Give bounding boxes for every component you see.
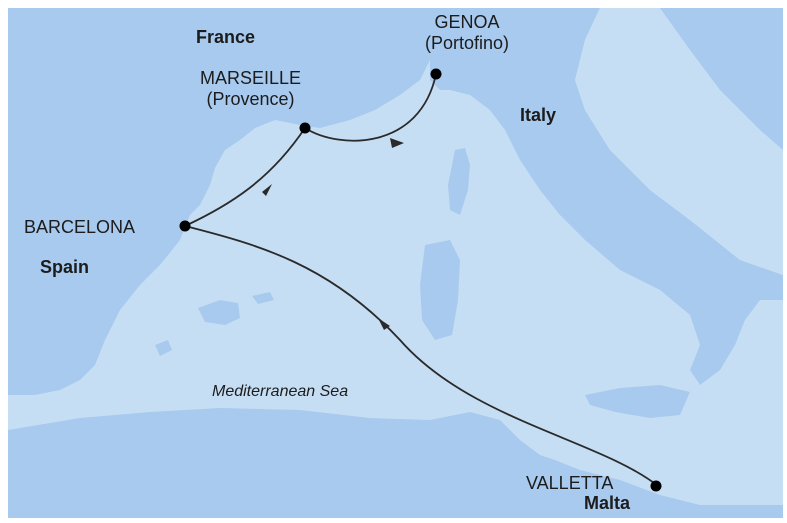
land-sardinia [420,240,460,340]
land-ibiza [155,340,172,356]
country-label-france: France [196,27,256,47]
land-mallorca [198,300,240,325]
land-balkans [660,8,783,150]
country-label-malta: Malta [584,493,631,513]
land-menorca [252,292,274,304]
port-dot-marseille[interactable] [299,122,311,134]
route-arrow-to-barcelona [378,318,390,330]
sea-adriatic [575,8,783,275]
route-arrow-to-marseille [262,184,272,196]
country-label-spain: Spain [40,257,90,277]
port-label-valletta: VALLETTA [526,473,614,493]
port-dot-valletta[interactable] [650,480,662,492]
land-sicily [585,385,690,418]
land-france [8,8,430,215]
port-name-marseille: MARSEILLE [200,68,302,88]
port-name-genoa: GENOA [434,12,500,32]
land-spain [8,215,190,395]
sea-label-mediterranean: Mediterranean Sea [212,383,349,400]
route-arrow-to-genoa [390,138,404,148]
route-leg-valletta-barcelona [184,225,659,487]
land-corsica [448,148,470,215]
country-label-italy: Italy [520,105,557,125]
route-leg-barcelona-marseille [184,127,306,227]
port-dot-genoa[interactable] [430,68,442,80]
land-italy [430,8,783,385]
port-label-marseille: MARSEILLE (Provence) [200,68,301,109]
port-sub-marseille: (Provence) [206,88,295,109]
port-sub-genoa: (Portofino) [425,32,510,53]
port-dot-barcelona[interactable] [179,220,191,232]
port-label-genoa: GENOA (Portofino) [425,12,509,53]
port-label-barcelona: BARCELONA [24,217,136,237]
route-leg-marseille-genoa [304,73,437,142]
land-north-africa [8,408,783,518]
